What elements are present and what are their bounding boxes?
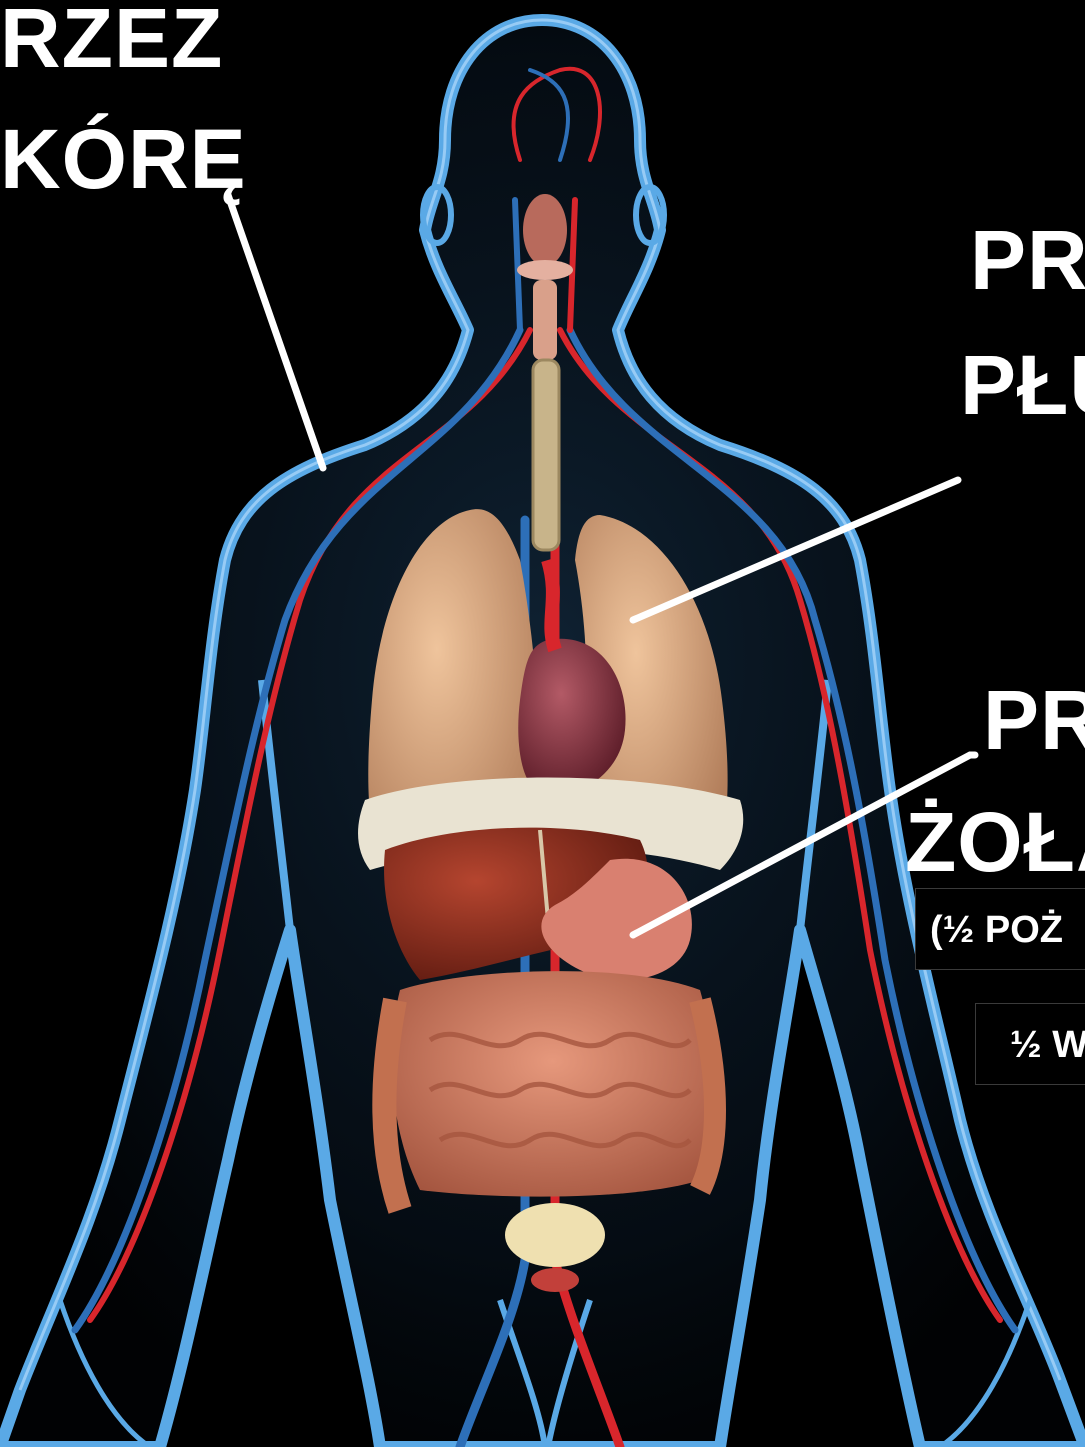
label-lungs-line2: PŁU	[960, 343, 1085, 427]
label-lungs-line1: PR	[970, 218, 1085, 302]
label-stomach-line2: ŻOŁA	[905, 800, 1085, 884]
label-stomach-line1: PR	[983, 678, 1085, 762]
callout-line-skin	[228, 195, 323, 468]
label-skin-line1: RZEZ	[0, 0, 223, 80]
label-skin-line2: KÓRĘ	[0, 117, 247, 201]
stomach-note-text: (½ POŻ	[930, 911, 1063, 949]
half-note-text: ½ W	[1010, 1026, 1085, 1064]
stomach-note-box: (½ POŻ	[915, 888, 1085, 970]
organs	[358, 194, 743, 1292]
half-note-box: ½ W	[975, 1003, 1085, 1085]
